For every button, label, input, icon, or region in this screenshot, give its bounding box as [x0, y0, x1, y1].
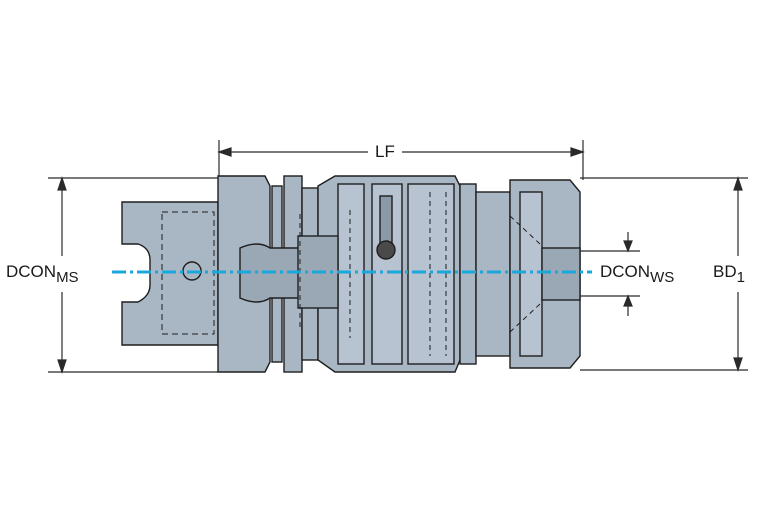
bd-label: BD1 [713, 262, 745, 286]
dcon-ws-arrow-top [623, 240, 633, 253]
dcon-ws-subscript: WS [650, 269, 675, 286]
dimensions [48, 140, 748, 374]
body-inner-right [407, 183, 455, 365]
collet-bore [541, 247, 581, 301]
collet-inner [519, 191, 543, 357]
bd-main: BD [713, 262, 737, 281]
ball-bolt [376, 240, 396, 260]
dcon-ms-arrow-top [57, 176, 67, 191]
dcon-ms-subscript: MS [56, 269, 79, 286]
bd-arrow-bottom [733, 357, 743, 372]
lf-text: LF [375, 142, 395, 161]
dcon-ws-main: DCON [600, 262, 651, 281]
dcon-ms-main: DCON [6, 262, 57, 281]
lf-arrow-right [570, 147, 585, 157]
body-inner-left [337, 183, 365, 365]
dcon-ws-arrow-bottom [623, 294, 633, 307]
bd-arrow-top [733, 176, 743, 191]
bd-subscript: 1 [736, 269, 745, 286]
ring [459, 183, 477, 365]
spindle [475, 191, 511, 357]
dcon-ms-arrow-bottom [57, 359, 67, 374]
tool-holder-body [121, 175, 581, 373]
lf-label: LF [375, 142, 395, 162]
dcon-ws-label: DCONWS [600, 262, 674, 286]
dcon-ms-label: DCONMS [6, 262, 79, 286]
lf-arrow-left [217, 147, 232, 157]
